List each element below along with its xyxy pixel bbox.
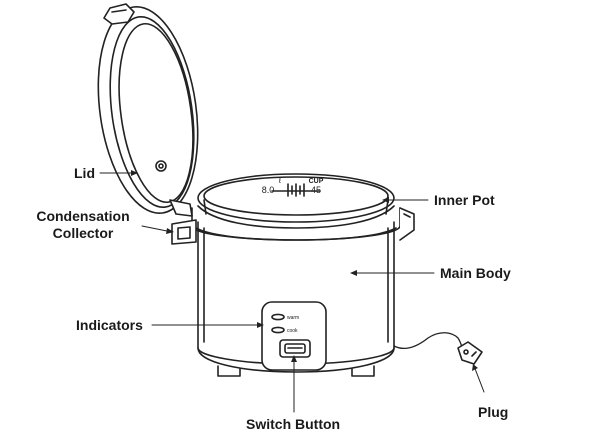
- lid-label: Lid: [74, 165, 95, 181]
- leader-lines: [99, 172, 485, 413]
- pot-scale-top-left: ℓ: [278, 178, 282, 185]
- condensation-collector-label-line1: Condensation: [36, 208, 130, 224]
- arrowheads: [131, 170, 478, 371]
- warm-indicator-lamp: [271, 313, 285, 321]
- inner-pot-label: Inner Pot: [434, 192, 495, 208]
- power-cord: [393, 332, 465, 353]
- condensation-collector-label: Condensation Collector: [30, 208, 136, 242]
- cook-indicator-lamp: [271, 326, 285, 334]
- indicators-label: Indicators: [76, 317, 143, 333]
- plug-leader: [473, 365, 485, 393]
- warm-indicator-label: warm: [287, 315, 299, 321]
- plug: [457, 341, 483, 365]
- main-body: [191, 207, 401, 377]
- switch-button-label: Switch Button: [246, 416, 341, 432]
- main-body-label: Main Body: [440, 265, 511, 281]
- pot-scale-bottom-left: 8.0: [262, 185, 275, 195]
- switch-button: [279, 339, 311, 358]
- inner-pot: [197, 173, 395, 229]
- lid: [97, 3, 199, 217]
- plug-label: Plug: [478, 404, 509, 420]
- cook-indicator-label: cook: [287, 328, 298, 334]
- condensation-collector: [171, 219, 197, 245]
- pot-scale-bottom-right: 45: [311, 185, 321, 195]
- right-handle: [399, 207, 415, 241]
- condensation-collector-label-line2: Collector: [52, 225, 114, 241]
- pot-scale-top-right: CUP: [309, 178, 324, 185]
